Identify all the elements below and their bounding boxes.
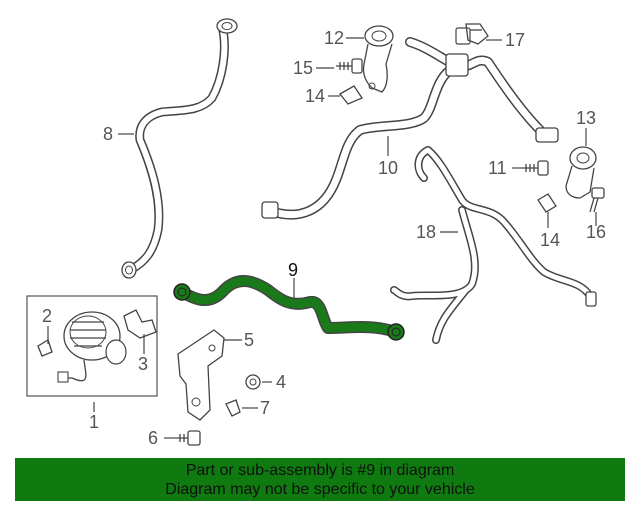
callout-6: 6 <box>148 428 158 448</box>
callout-13: 13 <box>576 108 596 128</box>
banner-line-2: Diagram may not be specific to your vehi… <box>165 481 475 498</box>
part-7-clip[interactable] <box>225 399 241 417</box>
part-17-clip[interactable] <box>465 23 489 45</box>
part-8-hose[interactable] <box>121 18 238 279</box>
parts-diagram: 8 9 10 12 15 14 17 13 11 14 16 18 2 3 5 … <box>26 18 606 448</box>
part-1-pump-assembly[interactable] <box>26 295 158 397</box>
part-3-bracket[interactable] <box>123 309 157 339</box>
callout-14-top: 14 <box>305 86 325 106</box>
callout-18: 18 <box>416 222 436 242</box>
callout-8: 8 <box>103 124 113 144</box>
part-14-gasket-top[interactable] <box>339 85 363 105</box>
callout-14-right: 14 <box>540 230 560 250</box>
part-4-nut[interactable] <box>245 374 261 390</box>
part-14-gasket-right[interactable] <box>537 193 557 213</box>
callout-7: 7 <box>260 398 270 418</box>
callout-labels: 8 9 10 12 15 14 17 13 11 14 16 18 2 3 5 … <box>42 28 606 448</box>
part-13-valve[interactable] <box>565 146 597 199</box>
info-banner: Part or sub-assembly is #9 in diagram Di… <box>15 458 625 501</box>
part-9-hose-highlighted[interactable] <box>173 275 405 341</box>
part-18-hose[interactable] <box>390 146 597 344</box>
part-15-bolt[interactable] <box>336 58 363 74</box>
part-16-bolt[interactable] <box>589 187 605 213</box>
callout-15: 15 <box>293 58 313 78</box>
part-10-hose[interactable] <box>261 27 559 220</box>
part-12-valve[interactable] <box>362 25 394 93</box>
part-11-bolt[interactable] <box>524 160 549 176</box>
callout-9: 9 <box>288 260 298 280</box>
callout-17: 17 <box>505 30 525 50</box>
callout-11: 11 <box>488 158 507 178</box>
callout-16: 16 <box>586 222 606 242</box>
part-2-bracket[interactable] <box>37 339 53 357</box>
callout-5: 5 <box>244 330 254 350</box>
callout-3: 3 <box>138 354 148 374</box>
part-5-bracket[interactable] <box>177 329 225 421</box>
callout-12: 12 <box>324 28 344 48</box>
callout-4: 4 <box>276 372 286 392</box>
callout-1: 1 <box>89 412 99 432</box>
callout-2: 2 <box>42 306 52 326</box>
callout-10: 10 <box>378 158 398 178</box>
banner-line-1: Part or sub-assembly is #9 in diagram <box>185 462 455 479</box>
leader-lines <box>47 37 597 439</box>
part-6-bolt[interactable] <box>178 430 201 446</box>
